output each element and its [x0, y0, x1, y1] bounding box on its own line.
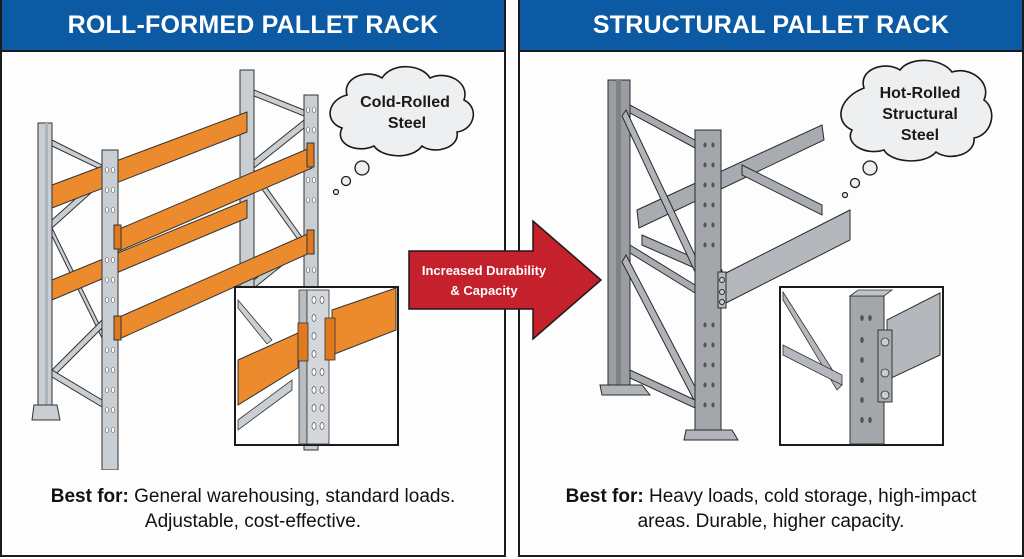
hot-rolled-thought-bubble: Hot-Rolled Structural Steel [840, 59, 993, 199]
roll-formed-rack-illustration: Cold-Rolled Steel [31, 66, 475, 470]
beam-back [636, 124, 825, 229]
beam-back-bottom [51, 199, 248, 301]
cold-rolled-thought-bubble: Cold-Rolled Steel [329, 66, 475, 196]
upright-holes [703, 142, 715, 408]
bolted-connection-detail-inset [779, 286, 944, 446]
arrow-label-line-2: & Capacity [450, 283, 518, 298]
caption-line-1: Heavy loads, cold storage, high-impact [643, 486, 977, 507]
brace [621, 253, 703, 405]
brace [51, 369, 103, 408]
bubble-line-1: Hot-Rolled [880, 85, 961, 102]
arrow-shape [408, 219, 603, 341]
base-plate [683, 429, 739, 441]
caption-line-2: areas. Durable, higher capacity. [637, 511, 905, 532]
bubble-line-2: Steel [388, 115, 426, 132]
base-plate [31, 404, 61, 421]
upright-front [694, 129, 722, 436]
brace [253, 89, 305, 117]
structural-rack-illustration: Hot-Rolled Structural Steel [599, 59, 993, 446]
upright-front-left [101, 149, 119, 470]
brace [51, 139, 103, 171]
caption-bold-label: Best for: [50, 486, 129, 507]
bubble-line-2: Structural [882, 106, 958, 123]
roll-formed-caption: Best for: General warehousing, standard … [2, 484, 504, 534]
structural-panel: STRUCTURAL PALLET RACK [518, 0, 1024, 557]
teardrop-holes [105, 107, 316, 433]
bubble-line-3: Steel [901, 127, 939, 144]
beam-back-top [51, 111, 248, 209]
caption-line-1: General warehousing, standard loads. [128, 486, 456, 507]
brace [51, 318, 103, 380]
bubble-line-1: Cold-Rolled [360, 94, 450, 111]
roll-formed-title: ROLL-FORMED PALLET RACK [2, 0, 504, 52]
caption-line-2: Adjustable, cost-effective. [144, 511, 362, 532]
structural-caption: Best for: Heavy loads, cold storage, hig… [520, 484, 1022, 534]
base-plate [599, 384, 652, 396]
caption-bold-label: Best for: [565, 486, 644, 507]
increased-durability-arrow: Increased Durability & Capacity [408, 219, 603, 341]
structural-title: STRUCTURAL PALLET RACK [520, 0, 1022, 52]
teardrop-connector-detail-inset [234, 286, 399, 446]
arrow-label-line-1: Increased Durability [422, 263, 547, 278]
